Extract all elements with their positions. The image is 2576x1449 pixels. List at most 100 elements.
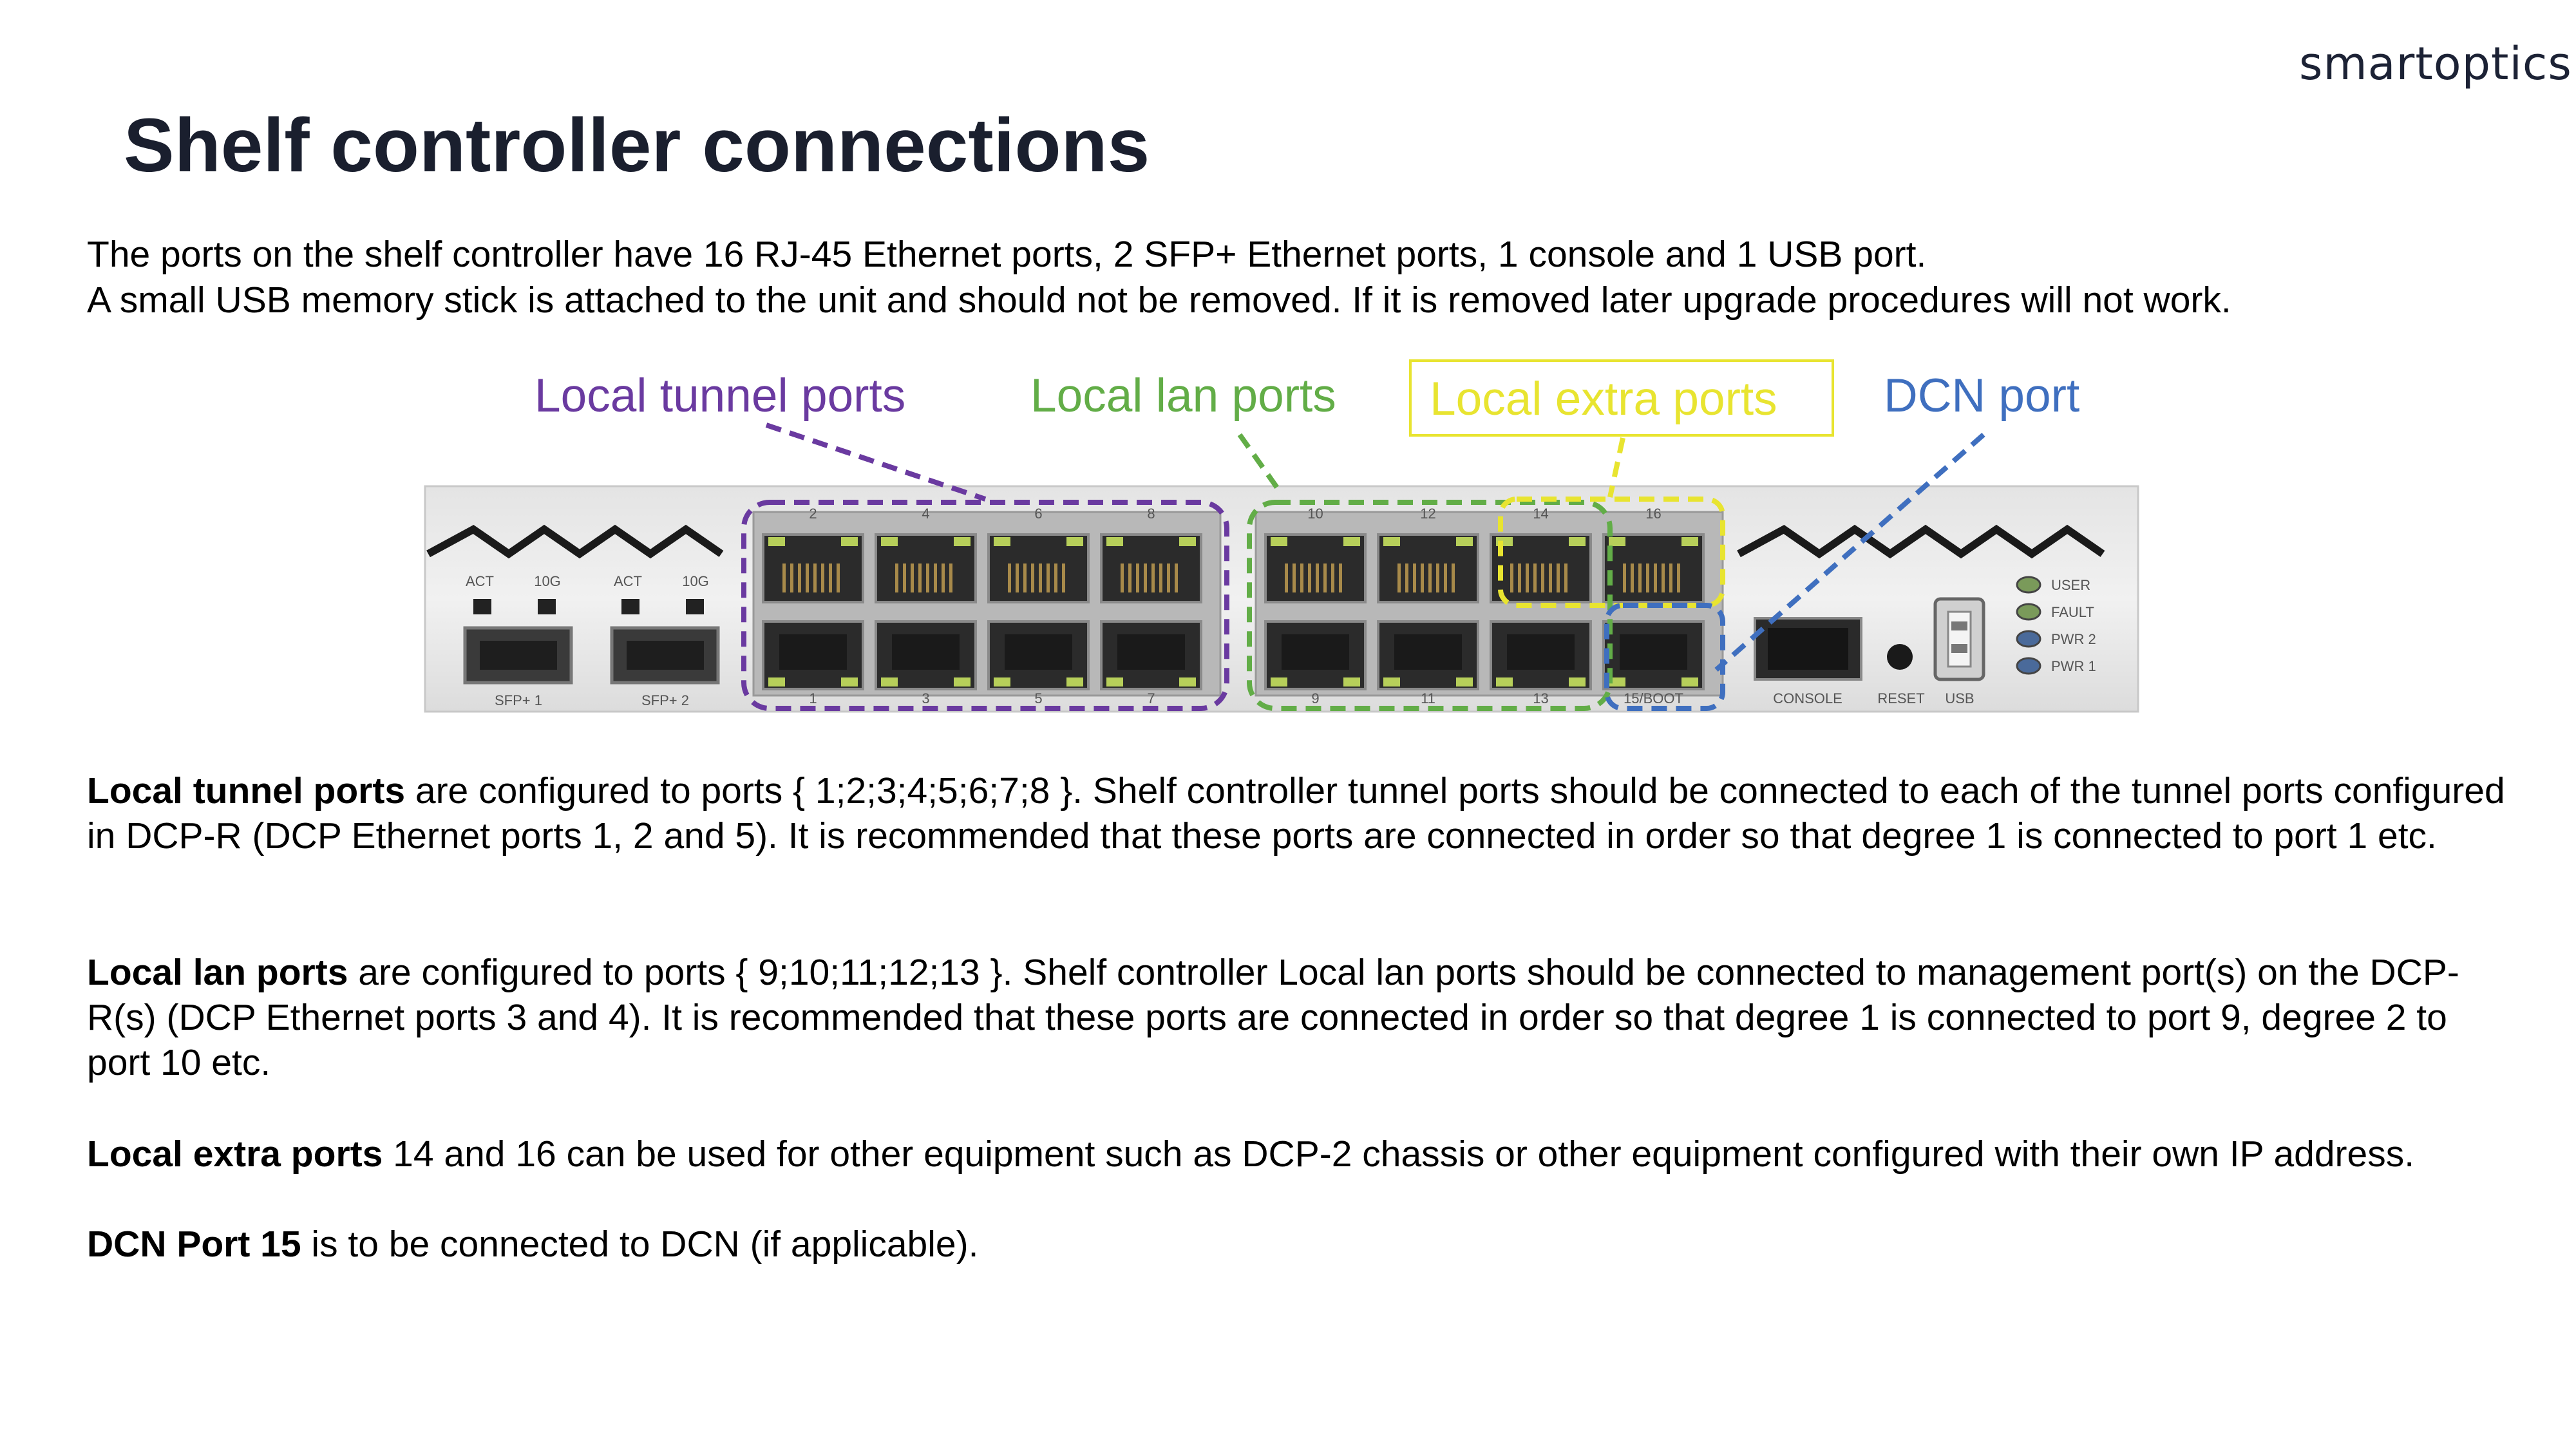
company-logo: smartoptics bbox=[2299, 37, 2572, 90]
port-led bbox=[1456, 537, 1473, 546]
port-contact bbox=[1564, 564, 1567, 592]
decorative-zigzag-right bbox=[1737, 524, 2105, 559]
port-contact bbox=[1054, 564, 1057, 592]
port-contact bbox=[1677, 564, 1680, 592]
port-contact bbox=[1339, 564, 1342, 592]
port-contact bbox=[1518, 564, 1521, 592]
decorative-zigzag-left bbox=[426, 524, 724, 559]
paragraph-heading: Local tunnel ports bbox=[87, 770, 406, 811]
console-label: CONSOLE bbox=[1773, 690, 1842, 706]
led-label-pwr-2: PWR 2 bbox=[2051, 631, 2096, 647]
port-contact bbox=[813, 564, 817, 592]
port-contact bbox=[798, 564, 801, 592]
port-led bbox=[1066, 537, 1083, 546]
port-socket bbox=[1394, 634, 1462, 670]
port-led bbox=[994, 677, 1010, 687]
port-contact bbox=[806, 564, 809, 592]
port-led bbox=[1569, 677, 1586, 687]
port-socket bbox=[1117, 634, 1185, 670]
port-number-15-boot: 15/BOOT bbox=[1624, 690, 1683, 706]
port-contact bbox=[1421, 564, 1424, 592]
port-led bbox=[1609, 537, 1625, 546]
sfp1-act-label: ACT bbox=[466, 573, 494, 589]
port-contact bbox=[1121, 564, 1124, 592]
port-contact bbox=[926, 564, 929, 592]
port-number-1: 1 bbox=[809, 690, 817, 706]
paragraph-dcn-port: DCN Port 15 is to be connected to DCN (i… bbox=[87, 1222, 2508, 1267]
port-led bbox=[1609, 677, 1625, 687]
port-contact bbox=[1533, 564, 1537, 592]
port-contact bbox=[949, 564, 952, 592]
sfp-port-1 bbox=[463, 599, 573, 685]
led-user bbox=[2016, 576, 2041, 594]
port-contact bbox=[1023, 564, 1027, 592]
sfp1-label: SFP+ 1 bbox=[495, 692, 542, 708]
port-contact bbox=[911, 564, 914, 592]
intro-line: The ports on the shelf controller have 1… bbox=[87, 234, 1927, 275]
port-contact bbox=[1300, 564, 1303, 592]
port-contact bbox=[1062, 564, 1065, 592]
port-contact bbox=[1167, 564, 1170, 592]
rj45-port-16 bbox=[1602, 533, 1705, 603]
port-contact bbox=[1662, 564, 1665, 592]
port-number-7: 7 bbox=[1147, 690, 1155, 706]
port-contact bbox=[1541, 564, 1544, 592]
port-contact bbox=[1293, 564, 1296, 592]
reset-label: RESET bbox=[1877, 690, 1924, 706]
port-led bbox=[841, 677, 858, 687]
port-number-14: 14 bbox=[1533, 506, 1548, 522]
extra-leader-line bbox=[1607, 437, 1625, 498]
port-contact bbox=[1436, 564, 1439, 592]
port-contact bbox=[1285, 564, 1288, 592]
port-socket bbox=[779, 634, 847, 670]
port-led bbox=[1343, 537, 1360, 546]
port-led bbox=[1066, 677, 1083, 687]
dcn-leader-line bbox=[1714, 432, 1985, 672]
rj45-port-9 bbox=[1264, 620, 1367, 690]
port-contact bbox=[1413, 564, 1416, 592]
port-contact bbox=[1623, 564, 1626, 592]
port-led bbox=[954, 677, 971, 687]
paragraph-body: are configured to ports { 1;2;3;4;5;6;7;… bbox=[87, 770, 2505, 857]
port-number-2: 2 bbox=[809, 506, 817, 522]
lan-leader-line bbox=[1237, 433, 1281, 491]
sfp1-speed-label: 10G bbox=[534, 573, 561, 589]
rj45-port-grid bbox=[762, 533, 1705, 690]
port-led bbox=[768, 677, 785, 687]
label-local-extra-ports-text: Local extra ports bbox=[1430, 373, 1777, 425]
tunnel-ports-outline bbox=[741, 500, 1229, 711]
port-led bbox=[1343, 677, 1360, 687]
paragraph-body: are configured to ports { 9;10;11;12;13 … bbox=[87, 952, 2459, 1083]
port-contact bbox=[1331, 564, 1334, 592]
console-port bbox=[1754, 617, 1862, 681]
port-led bbox=[881, 537, 898, 546]
port-contact bbox=[1316, 564, 1319, 592]
port-led bbox=[1383, 677, 1400, 687]
paragraph-local-extra-ports: Local extra ports 14 and 16 can be used … bbox=[87, 1132, 2508, 1177]
port-led bbox=[1681, 537, 1698, 546]
paragraph-heading: DCN Port 15 bbox=[87, 1224, 301, 1265]
rj45-port-5 bbox=[987, 620, 1090, 690]
port-contact bbox=[1654, 564, 1657, 592]
port-contact bbox=[1638, 564, 1642, 592]
port-led bbox=[954, 537, 971, 546]
intro-text: The ports on the shelf controller have 1… bbox=[87, 232, 2470, 323]
port-led bbox=[768, 537, 785, 546]
port-socket bbox=[1005, 634, 1072, 670]
rj45-port-7 bbox=[1100, 620, 1202, 690]
port-contact bbox=[1557, 564, 1560, 592]
port-number-10: 10 bbox=[1307, 506, 1323, 522]
led-fault bbox=[2016, 603, 2041, 621]
sfp2-speed-label: 10G bbox=[682, 573, 709, 589]
port-contact bbox=[942, 564, 945, 592]
port-contact bbox=[1008, 564, 1011, 592]
rj45-port-4 bbox=[875, 533, 977, 603]
label-local-extra-ports: Local extra ports bbox=[1409, 359, 1834, 437]
port-number-9: 9 bbox=[1311, 690, 1319, 706]
port-led bbox=[1383, 537, 1400, 546]
port-led bbox=[1106, 537, 1123, 546]
paragraph-body: 14 and 16 can be used for other equipmen… bbox=[383, 1133, 2415, 1175]
